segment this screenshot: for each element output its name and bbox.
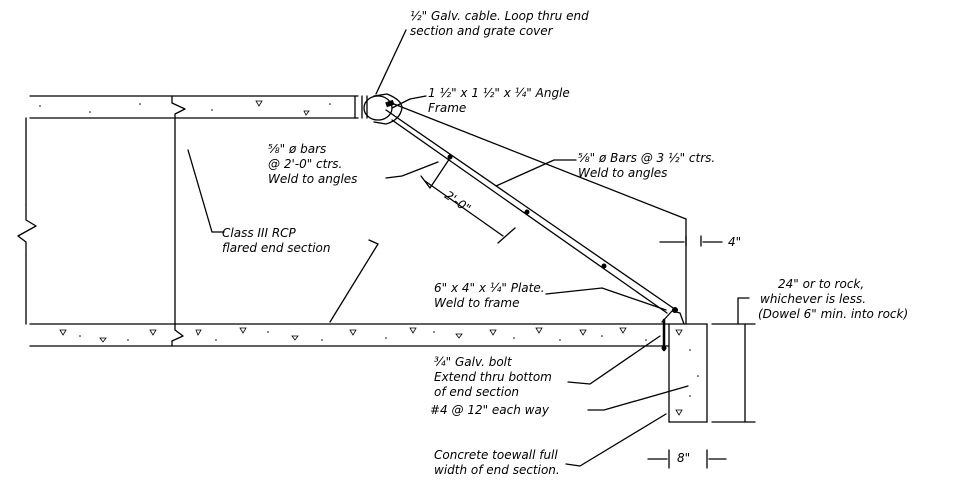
- bar-spacing-dimension: [420, 157, 516, 244]
- note-line: 1 ½" x 1 ½" x ¼" Angle: [428, 86, 570, 100]
- leader-rebar: [587, 385, 689, 411]
- note-line: ⅝" ø Bars @ 3 ½" ctrs.: [578, 151, 716, 165]
- joint-line: [171, 95, 186, 347]
- bar-dot: [601, 263, 607, 269]
- leader-rcp: [187, 149, 225, 233]
- note-line: ¾" Galv. bolt: [434, 355, 512, 369]
- plate: [661, 310, 685, 325]
- bars-note: ⅝" ø bars @ 2'-0" ctrs. Weld to angles: [268, 142, 357, 187]
- toewall-width-dimension: [647, 449, 727, 469]
- note-line: ½" Galv. cable. Loop thru end: [410, 9, 589, 23]
- cable-loop: [363, 95, 393, 121]
- note-line: flared end section: [222, 241, 331, 255]
- note-line: #4 @ 12" each way: [430, 403, 549, 417]
- bar-dot: [447, 154, 453, 160]
- leader-plate: [545, 287, 667, 311]
- cable-clip: [385, 99, 395, 108]
- break-line: [17, 204, 37, 257]
- note-line: whichever is less.: [760, 292, 867, 306]
- note-line: ⅝" ø bars: [268, 142, 327, 156]
- note-line: Class III RCP: [222, 226, 296, 240]
- angle-frame-note: 1 ½" x 1 ½" x ¼" Angle Frame: [428, 86, 570, 116]
- rebar-note: #4 @ 12" each way: [430, 403, 549, 418]
- note-line: Frame: [428, 101, 467, 115]
- leader-bolt: [567, 335, 661, 385]
- weld-dot: [661, 345, 667, 351]
- note-line: Concrete toewall full: [434, 448, 558, 462]
- note-line: 6" x 4" x ¼" Plate.: [434, 281, 545, 295]
- leader-bars35: [495, 159, 577, 187]
- leader-cable: [375, 29, 407, 95]
- toewall-width-label: 8": [677, 451, 691, 465]
- bars-spacing-note: ⅝" ø Bars @ 3 ½" ctrs. Weld to angles: [578, 151, 715, 181]
- cable-note: ½" Galv. cable. Loop thru end section an…: [410, 9, 589, 39]
- grate-bar: [385, 109, 677, 311]
- grate-top: [393, 103, 687, 220]
- angle-frame: [373, 93, 403, 125]
- bottom-pipe-wall: [29, 323, 708, 347]
- note-line: Weld to frame: [434, 296, 520, 310]
- note-line: of end section: [434, 385, 520, 399]
- note-line: (Dowel 6" min. into rock): [758, 307, 909, 321]
- leader-bars58: [385, 161, 439, 179]
- rcp-note: Class III RCP flared end section: [222, 226, 331, 256]
- bolt-note: ¾" Galv. bolt Extend thru bottom of end …: [434, 355, 552, 400]
- wall-thickness-label: 4": [728, 235, 742, 249]
- leader-section: [329, 239, 379, 323]
- note-line: width of end section.: [434, 463, 560, 477]
- leader-toewall: [565, 413, 667, 467]
- note-line: 24" or to rock,: [778, 277, 865, 291]
- toewall: [668, 323, 708, 423]
- note-line: Weld to angles: [268, 172, 358, 186]
- leader-angle: [391, 95, 427, 109]
- note-line: @ 2'-0" ctrs.: [268, 157, 343, 171]
- note-line: section and grate cover: [410, 24, 553, 38]
- plate-note: 6" x 4" x ¼" Plate. Weld to frame: [434, 281, 545, 311]
- rock-note: 24" or to rock, whichever is less. (Dowe…: [758, 277, 908, 322]
- note-line: Weld to angles: [578, 166, 668, 180]
- leader-rock: [737, 297, 750, 325]
- wall-thickness-dimension: [659, 235, 723, 247]
- bar-dot: [524, 209, 530, 215]
- depth-dimension: [711, 323, 756, 423]
- weld-dot: [672, 307, 678, 313]
- toewall-note: Concrete toewall full width of end secti…: [434, 448, 560, 478]
- top-pipe-wall: [29, 95, 368, 119]
- grate-bottom: [391, 119, 668, 314]
- note-line: Extend thru bottom: [434, 370, 552, 384]
